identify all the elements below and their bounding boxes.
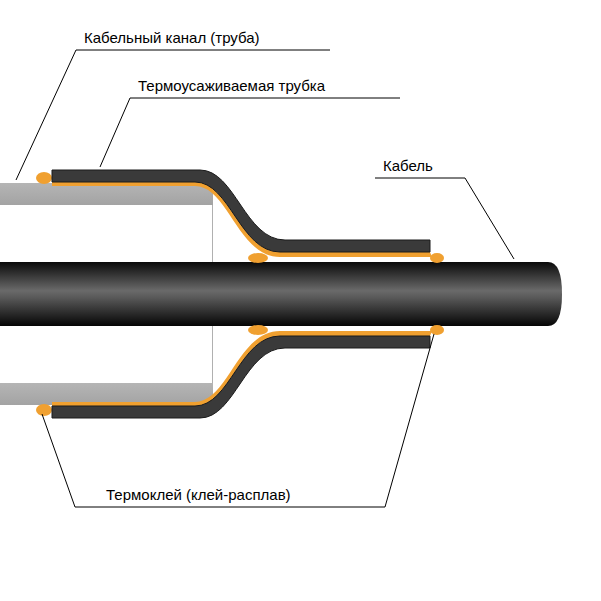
part-label: Кабельный канал (труба) — [84, 29, 260, 47]
part-label: Термоусаживаемая трубка — [138, 77, 325, 95]
heat-shrink-tube — [52, 170, 430, 418]
leader-lines — [16, 50, 514, 507]
part-label: Кабель — [383, 157, 433, 175]
cable — [0, 262, 562, 326]
part-label: Термоклей (клей-расплав) — [106, 486, 291, 504]
